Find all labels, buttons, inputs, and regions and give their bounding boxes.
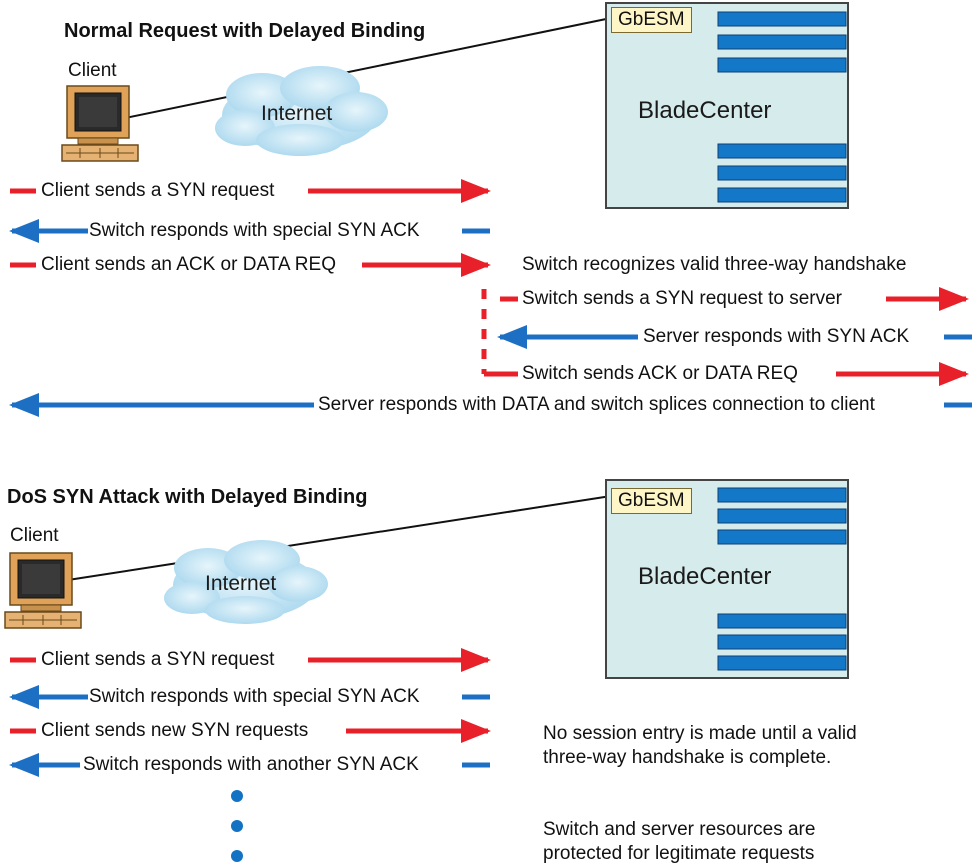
top-client-computer-icon: [61, 85, 139, 162]
bottom-connection-line: [67, 495, 612, 581]
top-step-4: Switch recognizes valid three-way handsh…: [522, 254, 907, 275]
bottom-note-session: No session entry is made until a valid t…: [543, 723, 857, 768]
top-gbesm-switch: GbESM: [611, 7, 692, 33]
bottom-bladecenter-label: BladeCenter: [638, 563, 772, 590]
continuation-dots: [231, 790, 243, 862]
top-step-8: Server responds with DATA and switch spl…: [318, 394, 875, 415]
top-step-7: Switch sends ACK or DATA REQ: [522, 363, 798, 384]
bottom-step-4: Switch responds with another SYN ACK: [83, 754, 419, 775]
bottom-client-label: Client: [10, 525, 59, 546]
top-internet-label: Internet: [261, 102, 333, 125]
bottom-step-2: Switch responds with special SYN ACK: [89, 686, 420, 707]
bottom-step-1: Client sends a SYN request: [41, 649, 275, 670]
top-step-1: Client sends a SYN request: [41, 180, 275, 201]
bottom-gbesm-switch: GbESM: [611, 488, 692, 514]
top-step-6: Server responds with SYN ACK: [643, 326, 910, 347]
top-connection-line: [124, 17, 612, 119]
top-step-2: Switch responds with special SYN ACK: [89, 220, 420, 241]
bottom-section-title: DoS SYN Attack with Delayed Binding: [7, 486, 368, 508]
bottom-step-3: Client sends new SYN requests: [41, 720, 309, 741]
bottom-internet-label: Internet: [205, 572, 277, 595]
top-arrows: [8, 179, 972, 417]
top-client-label: Client: [68, 60, 117, 81]
bottom-note-protected: Switch and server resources are protecte…: [543, 819, 816, 864]
bottom-client-computer-icon: [4, 552, 82, 629]
bottom-internet-cloud-icon: [164, 540, 328, 624]
bottom-arrows: [8, 648, 491, 777]
bottom-blade-slots: [717, 487, 847, 671]
top-section-title: Normal Request with Delayed Binding: [64, 20, 426, 42]
top-step-3: Client sends an ACK or DATA REQ: [41, 254, 336, 275]
top-step-5: Switch sends a SYN request to server: [522, 288, 842, 309]
top-internet-cloud-icon: [215, 66, 388, 156]
top-bladecenter-label: BladeCenter: [638, 97, 772, 124]
top-blade-slots: [717, 11, 847, 203]
